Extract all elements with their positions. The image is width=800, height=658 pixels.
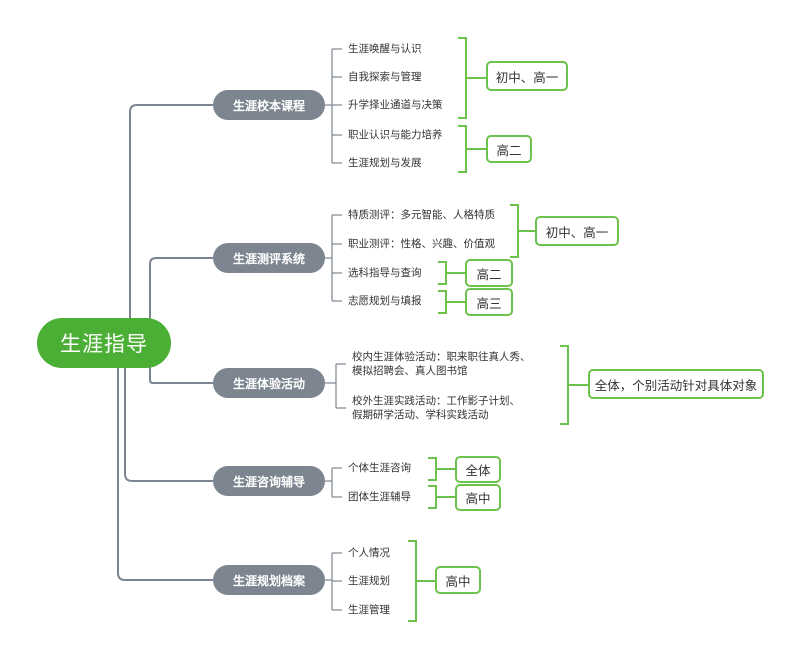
leaf-course-1: 生涯唤醒与认识 — [348, 43, 422, 55]
branch-counseling: 生涯咨询辅导 — [213, 466, 325, 496]
leaf-arch-2: 生涯规划 — [348, 575, 390, 587]
leaf-assess-2: 职业测评：性格、兴趣、价值观 — [348, 238, 495, 250]
bracket-archive-hs — [408, 540, 417, 622]
tag-assess-g2: 高二 — [465, 259, 513, 287]
tag-assess-junior: 初中、高一 — [535, 216, 619, 246]
leaf-course-3: 升学择业通道与决策 — [348, 99, 443, 111]
connector-branch-3 — [149, 343, 213, 384]
leaf-arch-3: 生涯管理 — [348, 604, 390, 616]
connector-branch-5 — [117, 343, 213, 581]
leaf-assess-1: 特质测评：多元智能、人格特质 — [348, 209, 495, 221]
branch-archive: 生涯规划档案 — [213, 565, 325, 595]
tag-couns-hs: 高中 — [455, 484, 501, 511]
leaf-exp-2a: 校外生涯实践活动：工作影子计划、 — [352, 395, 520, 407]
leaf-course-2: 自我探索与管理 — [348, 71, 422, 83]
bracket-couns-all — [428, 457, 437, 481]
leaf-exp-1b: 模拟招聘会、真人图书馆 — [352, 365, 468, 377]
leaf-exp-2b: 假期研学活动、学科实践活动 — [352, 409, 489, 421]
bracket-course-g2 — [458, 125, 467, 173]
root-node: 生涯指导 — [37, 318, 171, 368]
bracket-assess-g3 — [438, 290, 447, 314]
leaf-course-5: 生涯规划与发展 — [348, 157, 422, 169]
bracket-course-junior — [458, 37, 467, 119]
bracket-couns-hs — [428, 485, 437, 509]
tag-couns-all: 全体 — [455, 456, 501, 483]
branch-course: 生涯校本课程 — [213, 90, 325, 120]
bracket-exp-all — [560, 345, 569, 425]
tag-course-g2: 高二 — [486, 135, 532, 163]
leaf-arch-1: 个人情况 — [348, 547, 390, 559]
leaf-couns-1: 个体生涯咨询 — [348, 462, 411, 474]
leaf-exp-1a: 校内生涯体验活动：职来职往真人秀、 — [352, 351, 531, 363]
branch-experience: 生涯体验活动 — [213, 368, 325, 398]
tag-assess-g3: 高三 — [465, 288, 513, 316]
tag-arch-hs: 高中 — [435, 566, 481, 594]
branch-assessment: 生涯测评系统 — [213, 243, 325, 273]
connector-branch-4 — [124, 343, 213, 482]
leaf-assess-4: 志愿规划与填报 — [348, 295, 422, 307]
tag-exp-all: 全体，个别活动针对具体对象 — [588, 369, 764, 399]
bracket-assess-junior — [510, 204, 519, 258]
leaf-course-4: 职业认识与能力培养 — [348, 129, 443, 141]
connector-branch-1 — [129, 104, 213, 343]
bracket-assess-g2 — [438, 261, 447, 285]
connector-branch-2 — [149, 257, 213, 343]
leaf-assess-3: 选科指导与查询 — [348, 267, 422, 279]
leaf-couns-2: 团体生涯辅导 — [348, 491, 411, 503]
tag-course-junior: 初中、高一 — [486, 61, 568, 91]
